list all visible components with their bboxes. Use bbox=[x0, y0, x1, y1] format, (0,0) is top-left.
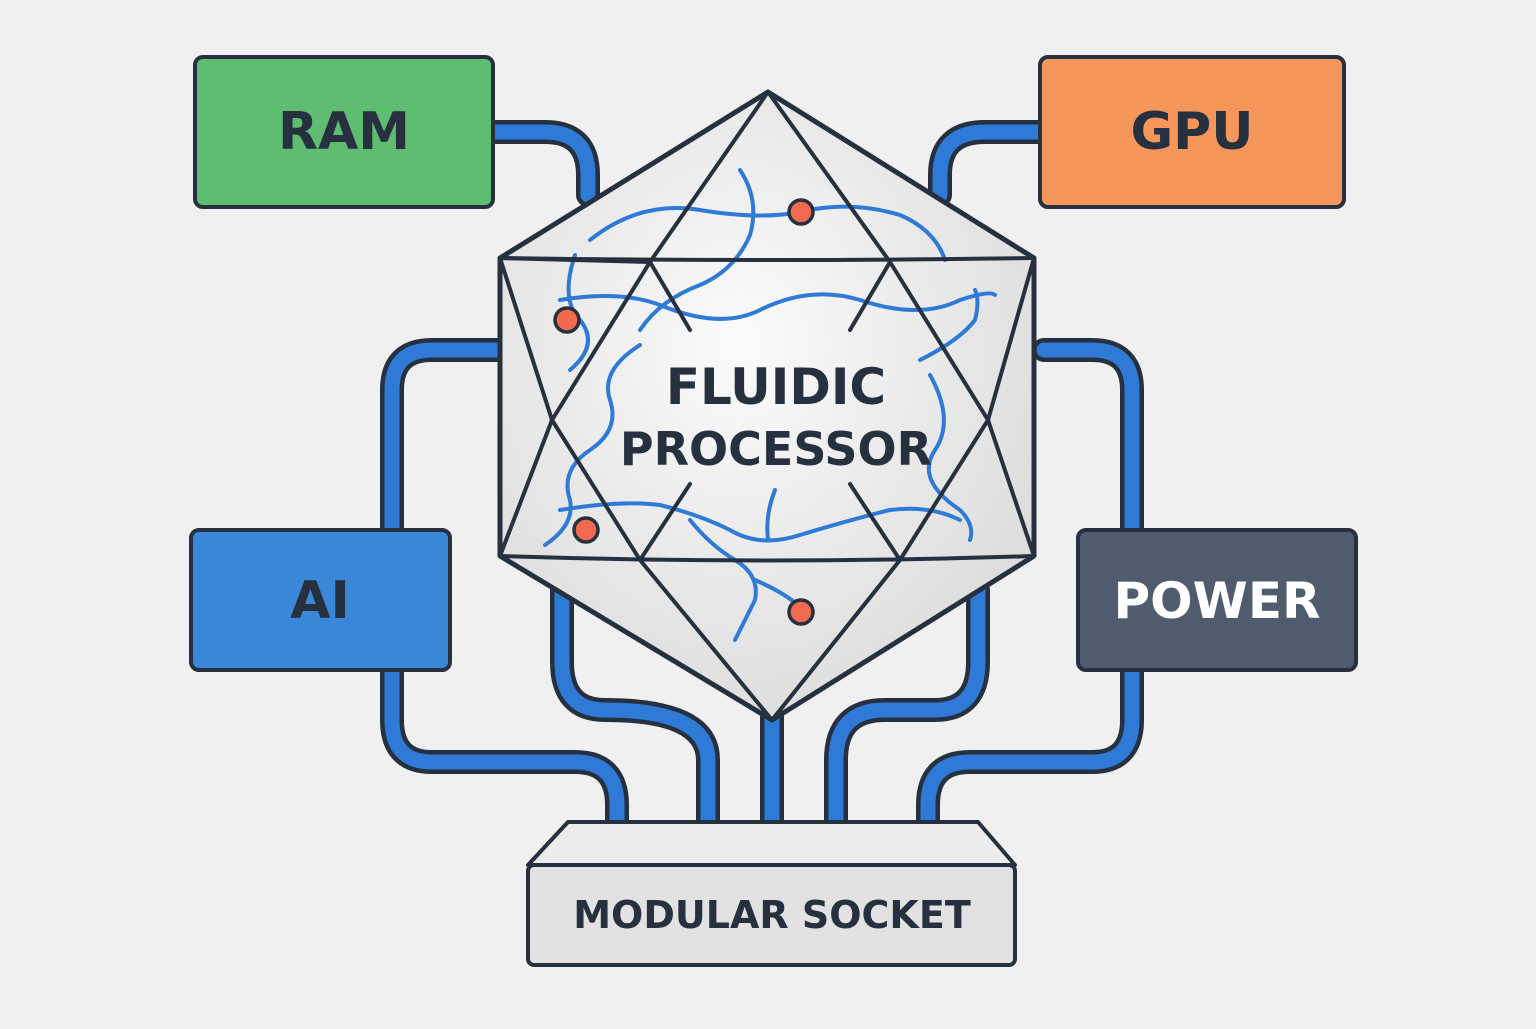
socket-label: MODULAR SOCKET bbox=[573, 893, 971, 937]
pipe-ram bbox=[484, 124, 596, 203]
pipe-ai bbox=[384, 342, 508, 538]
flow-node bbox=[787, 598, 815, 626]
fluid-channels bbox=[543, 168, 997, 642]
flow-node bbox=[553, 306, 581, 334]
pipe-gpu bbox=[932, 124, 1048, 203]
pipe-socket-a bbox=[554, 582, 716, 830]
core-facets bbox=[498, 90, 1036, 722]
modular-socket[interactable]: MODULAR SOCKET bbox=[526, 820, 1017, 967]
socket-top bbox=[526, 820, 1017, 867]
module-gpu[interactable]: GPU bbox=[1038, 55, 1346, 209]
module-ai[interactable]: AI bbox=[189, 528, 452, 672]
pipe-ai-bottom-outline bbox=[380, 656, 629, 834]
module-ram[interactable]: RAM bbox=[193, 55, 495, 209]
module-power-label: POWER bbox=[1114, 572, 1321, 630]
pipe-ai-outline bbox=[380, 338, 512, 542]
pipe-socket-c bbox=[828, 582, 986, 830]
module-ram-label: RAM bbox=[278, 102, 410, 162]
flow-nodes bbox=[553, 198, 815, 626]
flow-node bbox=[787, 198, 815, 226]
pipe-ai-bottom bbox=[384, 660, 625, 830]
socket-front bbox=[526, 863, 1017, 967]
pipe-power bbox=[1036, 342, 1140, 538]
core-title-line1: FLUIDIC bbox=[666, 358, 886, 416]
module-ai-label: AI bbox=[290, 571, 350, 631]
pipe-power-bottom bbox=[920, 660, 1140, 830]
module-gpu-label: GPU bbox=[1130, 102, 1253, 162]
flow-node bbox=[572, 516, 600, 544]
processor-core: FLUIDIC PROCESSOR bbox=[497, 89, 1037, 723]
connection-pipes bbox=[380, 120, 1144, 834]
core-title-line2: PROCESSOR bbox=[620, 422, 932, 476]
pipe-power-outline bbox=[1032, 338, 1144, 542]
module-power[interactable]: POWER bbox=[1076, 528, 1358, 672]
